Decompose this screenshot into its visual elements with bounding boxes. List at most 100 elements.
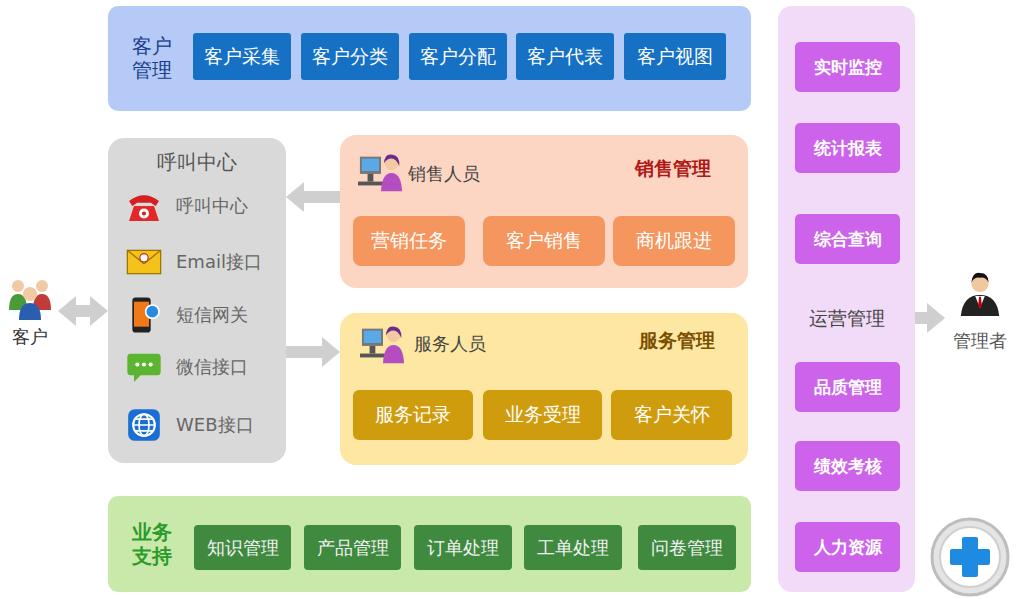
person-head xyxy=(36,280,48,292)
process-box: 订单处理 xyxy=(414,525,512,570)
panel: 服务人员 服务管理服务记录 业务受理 客户关怀 xyxy=(340,313,748,465)
node-label: 商机跟进 xyxy=(636,228,712,254)
panel-title: 服务管理 xyxy=(639,328,715,354)
node-label: WEB接口 xyxy=(176,413,254,437)
chat-dot xyxy=(149,362,153,366)
process-box: 人力资源 xyxy=(795,522,900,572)
globe-outline xyxy=(133,414,155,436)
globe-parallels xyxy=(133,419,155,431)
icon-chat xyxy=(124,347,164,387)
process-box: 综合查询 xyxy=(795,214,900,264)
node-label: 产品管理 xyxy=(317,536,389,560)
node-label: 品质管理 xyxy=(814,376,882,399)
channel-item: 微信接口 xyxy=(120,345,280,389)
manager-hair xyxy=(971,273,988,283)
node-label: 统计报表 xyxy=(814,137,882,160)
block-arrow xyxy=(915,312,927,324)
panel: 销售人员销售管理营销任务客户销售商机跟进 xyxy=(340,135,748,288)
message-bubble xyxy=(146,305,159,318)
clerk-hair xyxy=(384,154,399,166)
panel-heading: 业务支持 xyxy=(132,520,176,568)
node-label: 客户关怀 xyxy=(634,402,710,428)
phone-dial-center xyxy=(142,211,146,215)
process-box: 营销任务 xyxy=(353,216,465,266)
icon-manager xyxy=(957,270,1003,316)
chat-bubble xyxy=(127,354,160,382)
process-box: 客户采集 xyxy=(193,33,291,80)
node-label: 客户代表 xyxy=(527,44,603,70)
node-label: 客户分类 xyxy=(312,44,388,70)
icon-phone xyxy=(124,186,164,226)
process-box: 客户视图 xyxy=(624,33,726,80)
process-box: 服务记录 xyxy=(353,390,473,440)
process-box: 客户代表 xyxy=(516,33,614,80)
block-arrow xyxy=(304,191,340,203)
process-box: 商机跟进 xyxy=(613,216,735,266)
node-label: 客户分配 xyxy=(420,44,496,70)
process-box: 产品管理 xyxy=(304,525,401,570)
node-label: 绩效考核 xyxy=(814,455,882,478)
node-label: 综合查询 xyxy=(814,228,882,251)
node-label: 客户采集 xyxy=(204,44,280,70)
phone-dial xyxy=(139,209,149,219)
panel-heading: 呼叫中心 xyxy=(108,149,286,176)
node-label: Email接口 xyxy=(176,250,262,274)
monitor-screen xyxy=(364,331,381,343)
envelope-seal xyxy=(140,254,148,262)
icon-mobile xyxy=(124,295,164,335)
node-label: 呼叫中心 xyxy=(176,194,248,218)
icon-people3 xyxy=(6,272,54,320)
panel-heading: 客户管理 xyxy=(132,34,176,82)
plus-sign-horizontal xyxy=(950,549,990,565)
node-label: 知识管理 xyxy=(207,536,279,560)
chat-dot xyxy=(135,362,139,366)
process-box: 工单处理 xyxy=(524,525,622,570)
icon-globe xyxy=(124,405,164,445)
process-box: 统计报表 xyxy=(795,123,900,173)
process-box: 品质管理 xyxy=(795,362,900,412)
process-box: 客户分类 xyxy=(301,33,399,80)
channel-item: WEB接口 xyxy=(120,403,280,447)
panel-title: 销售管理 xyxy=(635,156,711,182)
node-label: 客户销售 xyxy=(506,228,582,254)
channel-item: 短信网关 xyxy=(120,293,280,337)
process-box: 知识管理 xyxy=(194,525,291,570)
block-arrow xyxy=(76,305,90,317)
process-box: 客户分配 xyxy=(409,33,507,80)
node-label: 问卷管理 xyxy=(651,536,723,560)
plus-badge-ring xyxy=(932,519,1008,595)
process-box: 客户销售 xyxy=(483,216,605,266)
actor: 客户 xyxy=(2,272,58,348)
monitor-stand xyxy=(368,174,374,182)
plus-badge-face xyxy=(940,527,1000,587)
process-box: 客户关怀 xyxy=(611,390,732,440)
icon-clerk xyxy=(360,321,406,367)
monitor-stand xyxy=(370,346,376,354)
node-label: 管理者 xyxy=(953,330,1007,352)
node-label: 订单处理 xyxy=(427,536,499,560)
clerk-body xyxy=(381,173,402,191)
icon-clerk xyxy=(358,149,404,195)
node-label: 实时监控 xyxy=(814,56,882,79)
envelope-flap xyxy=(127,250,160,263)
monitor-screen xyxy=(362,159,379,171)
node-label: 业务受理 xyxy=(505,402,581,428)
panel: 运营管理实时监控统计报表综合查询品质管理绩效考核人力资源 xyxy=(778,6,915,592)
chat-dot xyxy=(142,362,146,366)
desk xyxy=(358,182,385,186)
manager-suit xyxy=(961,295,999,316)
node-label: 营销任务 xyxy=(371,228,447,254)
globe-tile xyxy=(128,409,160,441)
desk xyxy=(360,354,387,358)
front-person xyxy=(19,287,41,320)
node-label: 人力资源 xyxy=(814,536,882,559)
node-label: 微信接口 xyxy=(176,355,248,379)
clerk-body xyxy=(383,345,404,363)
phone-handset xyxy=(129,195,159,206)
node-label: 客户视图 xyxy=(637,44,713,70)
block-arrow xyxy=(286,346,322,358)
panel-heading: 服务人员 xyxy=(414,332,486,356)
panel: 业务支持 知识管理 产品管理 订单处理 工单处理 问卷管理 xyxy=(108,496,751,592)
